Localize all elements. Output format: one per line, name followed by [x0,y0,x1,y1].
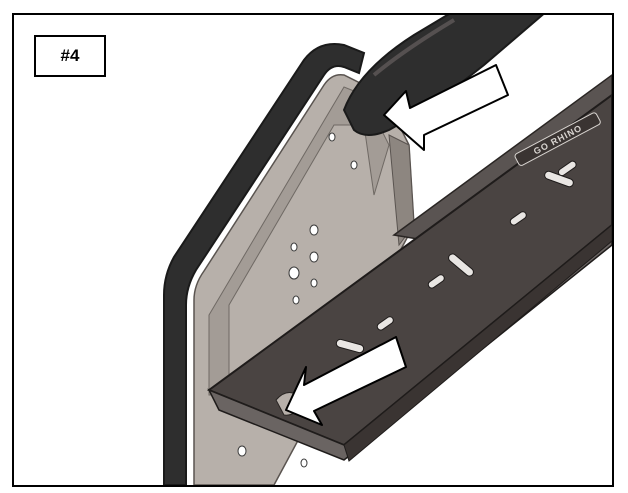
crossbar-front-rail [343,224,612,462]
assembly-illustration: GO RHINO [163,15,612,485]
bracket-holes [237,132,358,468]
upper-tube-highlight [372,18,456,77]
illustration-frame: GO RHINO #4 [12,13,614,487]
step-number-label: #4 [34,35,106,77]
outer-frame-tube [163,43,366,485]
crossbar-slots [335,160,577,354]
upper-arrow-icon [383,64,509,151]
lower-arrow-icon [285,336,407,426]
